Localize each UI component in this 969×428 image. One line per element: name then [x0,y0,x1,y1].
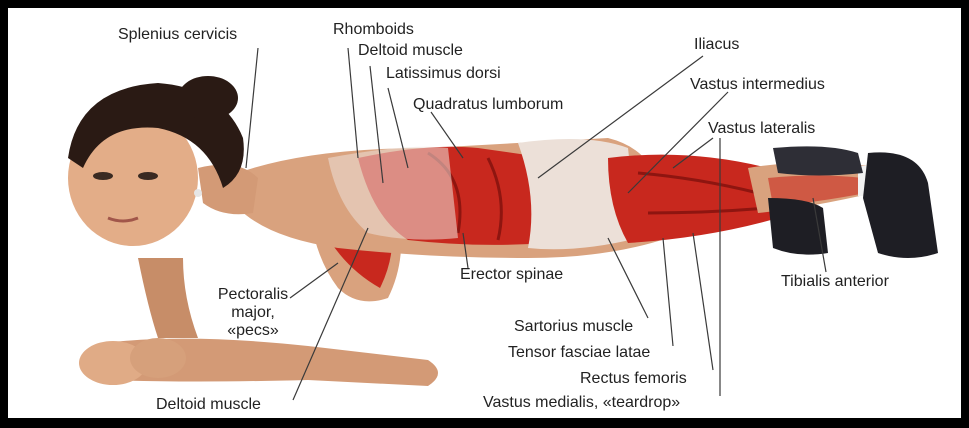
label-iliacus: Iliacus [694,36,739,54]
earring [194,189,202,197]
right-forearm [138,258,198,338]
label-tensor-fasciae-latae: Tensor fasciae latae [508,344,650,362]
label-quadratus-lumborum: Quadratus lumborum [413,96,563,114]
label-vastus-lateralis: Vastus lateralis [708,120,815,138]
label-vastus-medialis: Vastus medialis, «teardrop» [483,394,680,412]
shoe-front [863,152,938,258]
leader-splenius [246,48,258,168]
label-vastus-intermedius: Vastus intermedius [690,76,825,94]
label-deltoid-muscle-top: Deltoid muscle [358,42,463,60]
label-erector-spinae: Erector spinae [460,266,563,284]
pectoralis-line1: Pectoralis [208,286,298,304]
pectoralis-line2: major, [208,304,298,322]
figure-frame: Splenius cervicis Rhomboids Deltoid musc… [8,8,961,418]
eye-right [138,172,158,180]
label-tibialis-anterior: Tibialis anterior [781,273,889,291]
shoe-front-2 [768,198,828,255]
label-pectoralis-major: Pectoralis major, «pecs» [208,286,298,340]
leader-rhomboids [348,48,358,158]
right-fist [130,338,186,378]
pectoralis-line3: «pecs» [208,322,298,340]
label-sartorius-muscle: Sartorius muscle [514,318,633,336]
label-splenius-cervicis: Splenius cervicis [118,26,237,44]
eye-left [93,172,113,180]
label-deltoid-muscle-bottom: Deltoid muscle [156,396,261,414]
shoe-back [773,146,863,175]
label-latissimus-dorsi: Latissimus dorsi [386,65,501,83]
leader-rectus [693,233,713,370]
label-rectus-femoris: Rectus femoris [580,370,687,388]
hair-bun [178,76,238,120]
leader-tensor [663,238,673,346]
leader-sartorius [608,238,648,318]
label-rhomboids: Rhomboids [333,21,414,39]
